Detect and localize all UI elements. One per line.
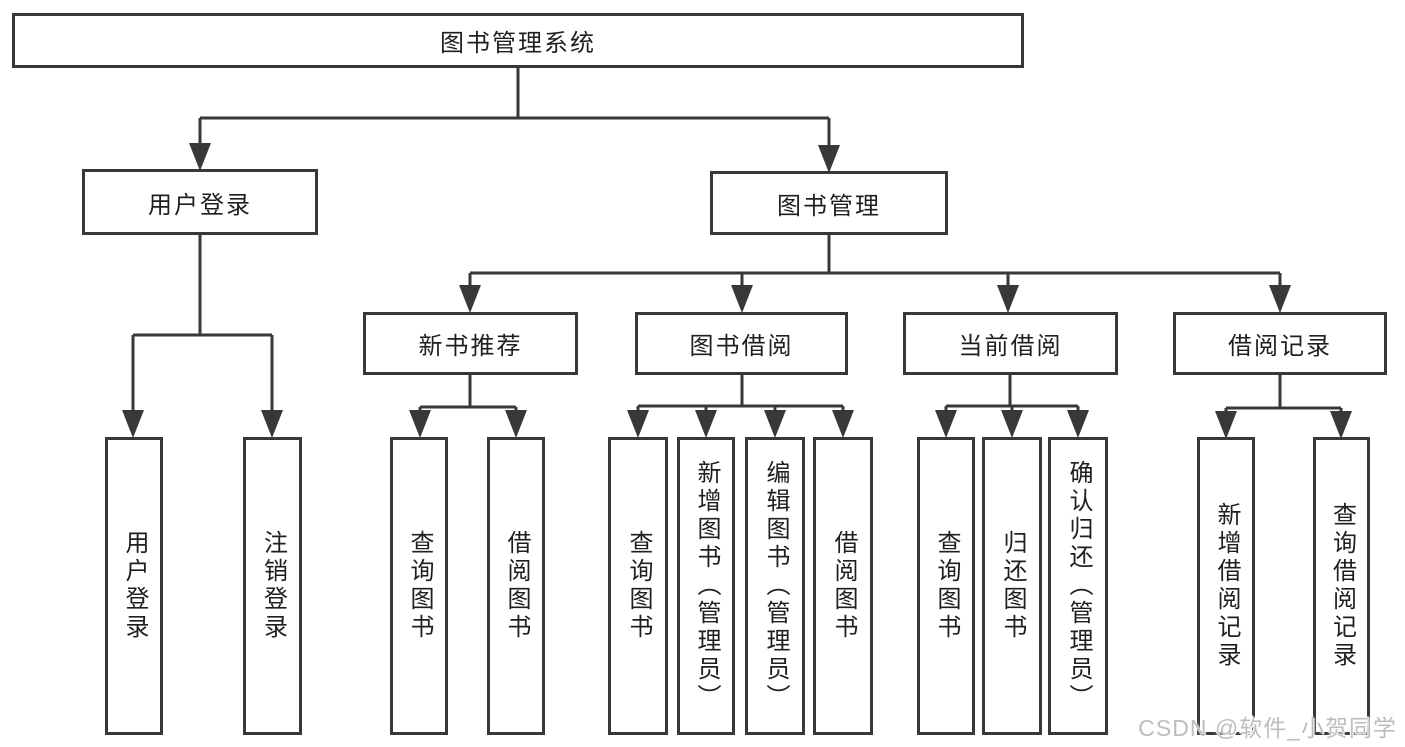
node-book-management: 图书管理 [710, 171, 948, 235]
leaf-confirm-return-admin: 确认归还（管理员） [1048, 437, 1108, 735]
leaf-borrow-books-borrowing: 借阅图书 [813, 437, 873, 735]
leaf-user-login: 用户登录 [105, 437, 163, 735]
node-current-borrowing: 当前借阅 [903, 312, 1118, 375]
leaf-logout-login: 注销登录 [243, 437, 302, 735]
csdn-watermark: CSDN @软件_小贺同学 [1138, 715, 1397, 741]
leaf-edit-book-admin: 编辑图书（管理员） [745, 437, 805, 735]
leaf-query-borrow-record: 查询借阅记录 [1313, 437, 1370, 735]
node-borrowing-records: 借阅记录 [1173, 312, 1387, 375]
leaf-return-books: 归还图书 [982, 437, 1042, 735]
leaf-add-book-admin: 新增图书（管理员） [677, 437, 735, 735]
node-new-book-recommend: 新书推荐 [363, 312, 578, 375]
leaf-borrow-books-recommend: 借阅图书 [487, 437, 545, 735]
node-library-management-system: 图书管理系统 [12, 13, 1024, 68]
node-book-borrowing: 图书借阅 [635, 312, 848, 375]
leaf-query-books-recommend: 查询图书 [390, 437, 448, 735]
leaf-query-books-borrowing: 查询图书 [608, 437, 668, 735]
node-user-login: 用户登录 [82, 169, 318, 235]
leaf-query-books-current: 查询图书 [917, 437, 975, 735]
leaf-add-borrow-record: 新增借阅记录 [1197, 437, 1255, 735]
